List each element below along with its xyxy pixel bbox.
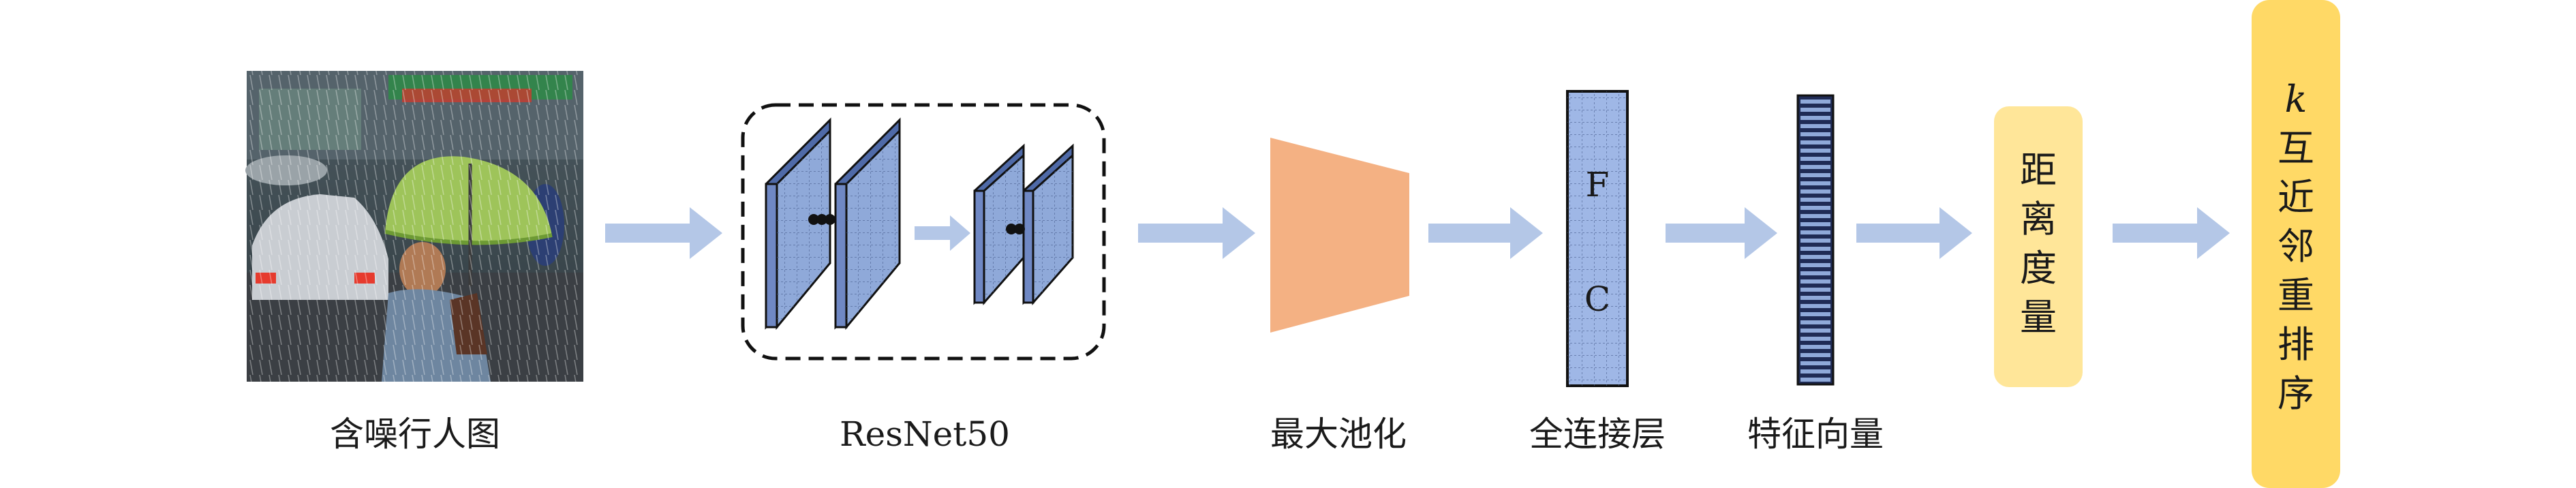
feature-stripe [1800, 173, 1830, 177]
flow-arrows [605, 207, 2230, 259]
feature-stripe [1800, 329, 1830, 333]
feature-stripe [1800, 288, 1830, 292]
feature-stripe [1800, 369, 1830, 373]
feature-stripe [1800, 337, 1830, 341]
feature-stripe [1800, 124, 1830, 128]
k-reciprocal-rerank-box: k 互 近 邻 重 排 序 [2252, 0, 2340, 488]
max-pooling-shape [1270, 138, 1409, 333]
conv-layer-4 [1022, 143, 1074, 305]
feature-caption: 特征向量 [1747, 414, 1884, 454]
feature-stripe [1800, 214, 1830, 218]
feature-stripe [1800, 378, 1830, 382]
ellipsis-dots-2 [1006, 224, 1025, 234]
fc-caption: 全连接层 [1529, 414, 1666, 454]
rerank-char-4: 邻 [2278, 225, 2314, 268]
feature-stripe [1800, 361, 1830, 365]
arrow-2 [1138, 207, 1255, 259]
rerank-char-5: 重 [2278, 274, 2314, 317]
pooling-caption: 最大池化 [1270, 414, 1407, 454]
feature-stripe [1800, 165, 1830, 169]
feature-stripe [1800, 100, 1830, 104]
distance-char-2: 离 [2020, 198, 2057, 241]
arrow-inner [915, 215, 970, 251]
arrow-6 [2113, 207, 2230, 259]
feature-vector [1796, 94, 1835, 386]
fc-letter-c: C [1584, 279, 1610, 319]
feature-stripe [1800, 271, 1830, 275]
feature-stripe [1800, 312, 1830, 316]
ellipsis-dots-1 [808, 214, 835, 225]
feature-stripe [1800, 247, 1830, 251]
distance-char-3: 度 [2020, 247, 2057, 290]
rerank-char-2: 互 [2278, 127, 2314, 170]
feature-vector-stripes [1800, 100, 1830, 382]
distance-metric-box: 距 离 度 量 [1994, 106, 2083, 387]
feature-stripe [1800, 353, 1830, 357]
feature-stripe [1800, 206, 1830, 210]
resnet50-block [741, 103, 1106, 361]
rerank-char-1: k [2285, 78, 2307, 121]
arrow-5 [1856, 207, 1972, 259]
feature-stripe [1800, 296, 1830, 300]
distance-char-1: 距 [2020, 149, 2057, 192]
feature-stripe [1800, 132, 1830, 136]
arrow-1 [605, 207, 722, 259]
feature-stripe [1800, 320, 1830, 324]
conv-layer-1 [765, 117, 831, 331]
feature-stripe [1800, 108, 1830, 112]
rerank-char-7: 序 [2278, 372, 2314, 415]
feature-stripe [1800, 222, 1830, 226]
conv-layer-3 [973, 143, 1025, 305]
feature-stripe [1800, 279, 1830, 284]
fc-letter-f: F [1586, 165, 1610, 204]
feature-stripe [1800, 181, 1830, 185]
feature-stripe [1800, 255, 1830, 259]
conv-layer-2 [834, 117, 901, 331]
feature-stripe [1800, 230, 1830, 234]
feature-stripe [1800, 157, 1830, 161]
feature-stripe [1800, 263, 1830, 267]
feature-stripe [1800, 116, 1830, 120]
feature-stripe [1800, 239, 1830, 243]
arrow-3 [1428, 207, 1543, 259]
fc-layer: F C [1566, 90, 1629, 387]
feature-stripe [1800, 198, 1830, 202]
rerank-char-3: 近 [2278, 176, 2314, 219]
feature-stripe [1800, 345, 1830, 349]
feature-stripe [1800, 149, 1830, 153]
input-caption: 含噪行人图 [330, 414, 500, 454]
input-photo [245, 71, 583, 382]
feature-stripe [1800, 189, 1830, 194]
rerank-char-6: 排 [2278, 323, 2314, 366]
feature-stripe [1800, 304, 1830, 308]
feature-stripe [1800, 140, 1830, 144]
distance-char-4: 量 [2020, 296, 2057, 339]
arrow-4 [1666, 207, 1777, 259]
resnet50-caption: ResNet50 [840, 414, 1010, 454]
